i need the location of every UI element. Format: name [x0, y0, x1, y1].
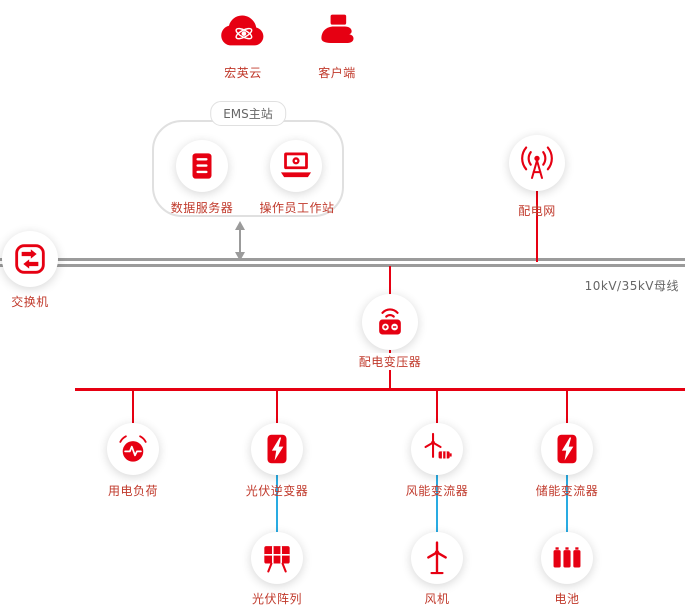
wind-converter-icon — [424, 432, 452, 459]
wind-turbine-label: 风机 — [424, 592, 450, 606]
cloud-icon — [221, 15, 264, 46]
transformer-label: 配电变压器 — [354, 353, 426, 370]
node-distribution-transformer — [362, 294, 418, 350]
load-pulse-icon — [119, 435, 147, 462]
transformer-icon — [379, 308, 401, 335]
bus-line-bottom — [0, 264, 685, 267]
battery-icon — [553, 547, 581, 568]
node-switch — [2, 231, 58, 287]
operator-workstation-label: 操作员工作站 — [259, 201, 335, 215]
wind-converter-drop-line — [435, 388, 439, 426]
storage-converter-label: 储能变流器 — [535, 484, 599, 498]
client-label: 客户端 — [318, 66, 356, 80]
ems-station-title: EMS主站 — [210, 101, 286, 126]
antenna-icon — [521, 146, 553, 179]
wind-turbine-icon — [427, 541, 447, 575]
pv-inverter-icon — [267, 434, 287, 464]
battery-dc-link — [566, 474, 568, 534]
pv-inverter-drop-line — [275, 388, 279, 426]
node-distribution-grid — [509, 135, 565, 191]
node-wind-converter — [411, 423, 463, 475]
load-drop-line — [131, 388, 135, 426]
node-operator-workstation — [270, 140, 322, 192]
updown-arrow-icon — [235, 221, 245, 261]
node-storage-converter — [541, 423, 593, 475]
server-icon — [192, 153, 212, 179]
wind-converter-label: 风能变流器 — [405, 484, 469, 498]
pv-array-icon — [264, 546, 290, 573]
node-pv-array — [251, 532, 303, 584]
node-battery — [541, 532, 593, 584]
pv-inverter-label: 光伏逆变器 — [245, 484, 309, 498]
grid-drop-line — [535, 188, 538, 262]
feeder-line — [75, 388, 685, 391]
client-hand-icon — [321, 14, 354, 43]
pv-array-label: 光伏阵列 — [251, 592, 303, 606]
node-electric-load — [107, 423, 159, 475]
bus-label: 10kV/35kV母线 — [584, 279, 679, 293]
data-server-label: 数据服务器 — [170, 201, 234, 215]
node-pv-inverter — [251, 423, 303, 475]
pv-dc-link — [276, 474, 278, 534]
workstation-icon — [280, 152, 312, 178]
node-wind-turbine — [411, 532, 463, 584]
storage-converter-icon — [557, 434, 577, 464]
battery-label: 电池 — [554, 592, 580, 606]
storage-converter-drop-line — [565, 388, 569, 426]
electric-load-label: 用电负荷 — [107, 484, 159, 498]
wind-dc-link — [436, 474, 438, 534]
switch-label: 交换机 — [11, 295, 49, 309]
cloud-label: 宏英云 — [224, 66, 262, 80]
switch-icon — [15, 244, 45, 274]
grid-label: 配电网 — [518, 204, 556, 218]
bus-line-top — [0, 258, 685, 261]
node-data-server — [176, 140, 228, 192]
